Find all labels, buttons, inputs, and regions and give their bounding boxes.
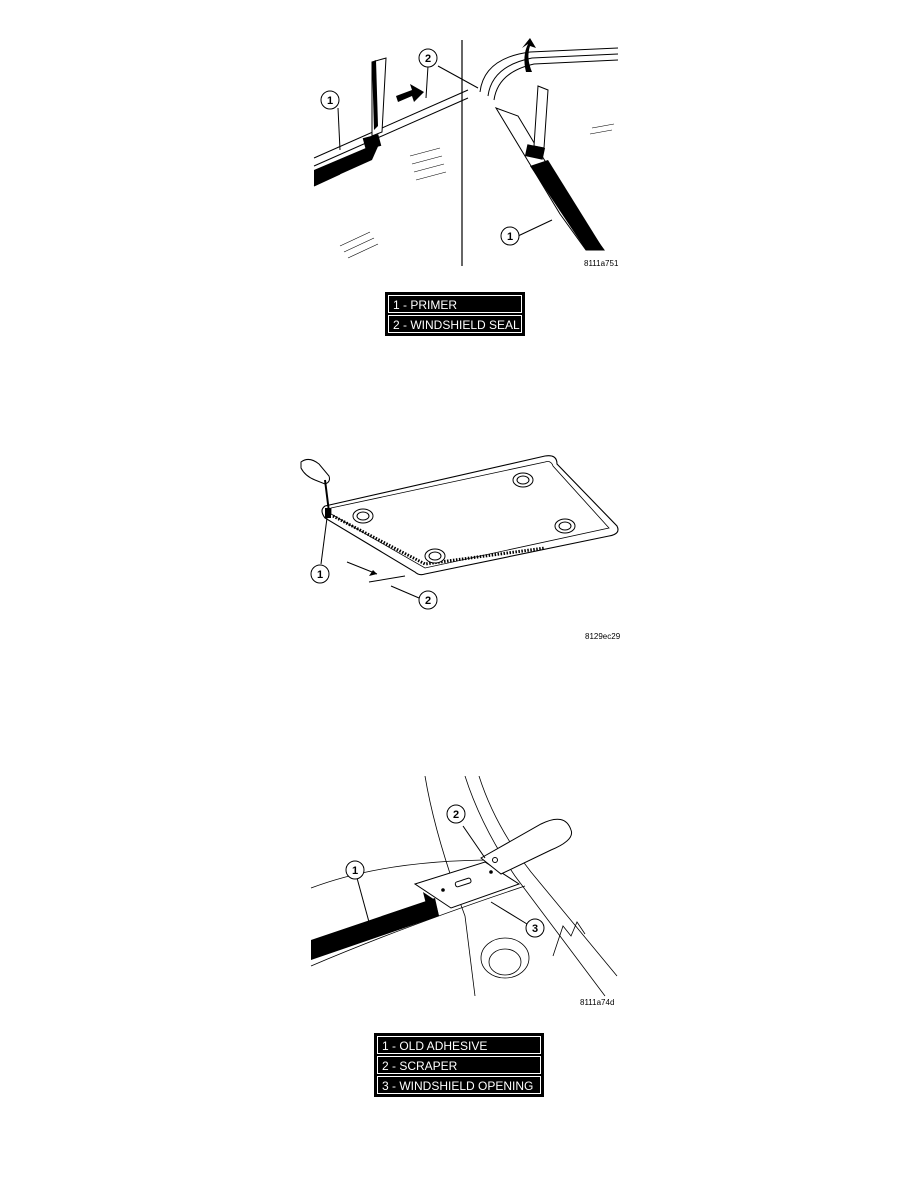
primer-applicator-right: [524, 85, 549, 160]
callout-2: 2: [446, 804, 466, 824]
legend-item: 2 - SCRAPER: [377, 1056, 541, 1074]
windshield-opening: [310, 885, 526, 967]
primer-seal-illustration: 1 2 1: [313, 38, 619, 266]
primer-strip-right: [530, 160, 604, 250]
figure-primer-application: 1 2 8129ec29: [295, 450, 620, 645]
windshield-seal: [479, 47, 619, 93]
figure-primer-seal: 1 2 1 8111a751: [300, 36, 620, 272]
primer-strip-left: [314, 142, 380, 186]
svg-text:2: 2: [453, 809, 459, 821]
callout-1: 1: [320, 90, 340, 110]
callout-3: 3: [525, 918, 545, 938]
callout-1: 1: [310, 564, 330, 584]
legend-item: 2 - WINDSHIELD SEAL: [388, 315, 522, 333]
legend-item: 1 - PRIMER: [388, 295, 522, 313]
svg-text:1: 1: [327, 95, 333, 107]
figure-code: 8111a74d: [580, 998, 615, 1007]
callout-2: 2: [418, 590, 438, 610]
figure-code: 8129ec29: [585, 632, 621, 641]
scraper-tool: [413, 818, 573, 916]
primer-bead: [332, 514, 546, 566]
scraper-illustration: 1 2 3: [310, 776, 618, 997]
callout-2: 2: [418, 48, 438, 68]
old-adhesive-strip: [311, 898, 439, 960]
legend-item: 1 - OLD ADHESIVE: [377, 1036, 541, 1054]
glass-outline: [321, 455, 619, 576]
glass-primer-illustration: 1 2: [300, 455, 619, 610]
figure-scraper: 1 2 3 8111a74d: [305, 776, 620, 1014]
legend-figure-1: 1 - PRIMER 2 - WINDSHIELD SEAL: [385, 292, 525, 336]
figure-code: 8111a751: [584, 259, 619, 268]
callout-1: 1: [345, 860, 365, 880]
svg-text:2: 2: [425, 595, 431, 607]
callout-1: 1: [500, 226, 520, 246]
svg-text:3: 3: [532, 923, 538, 935]
legend-item: 3 - WINDSHIELD OPENING: [377, 1076, 541, 1094]
direction-arrow: [396, 84, 424, 102]
svg-text:1: 1: [317, 569, 323, 581]
primer-applicator-left: [362, 57, 387, 150]
svg-text:2: 2: [425, 53, 431, 65]
svg-text:1: 1: [352, 865, 358, 877]
primer-dauber: [300, 458, 331, 518]
svg-text:1: 1: [507, 231, 513, 243]
legend-figure-3: 1 - OLD ADHESIVE 2 - SCRAPER 3 - WINDSHI…: [374, 1033, 544, 1097]
